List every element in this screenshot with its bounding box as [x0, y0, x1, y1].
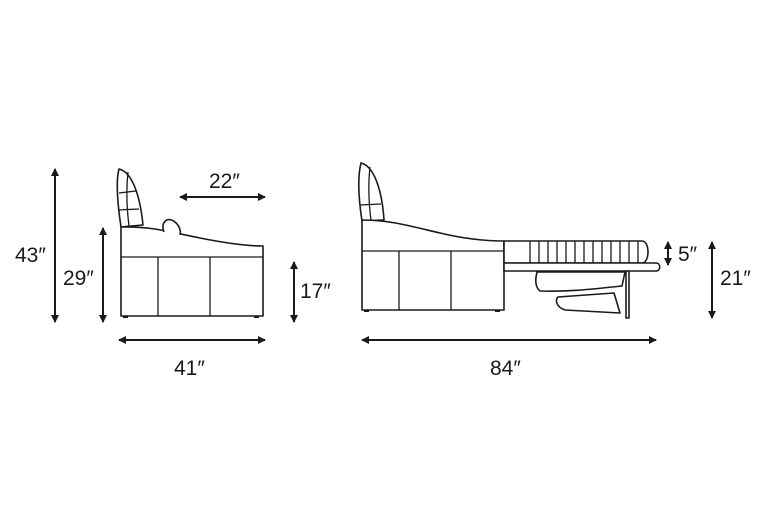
foot [123, 316, 128, 318]
open-depth-label: 84″ [490, 357, 521, 380]
bed-platform [503, 262, 661, 272]
back-cushion [116, 168, 144, 228]
seat-depth-label: 22″ [209, 170, 240, 193]
closed-depth-label: 41″ [174, 357, 205, 380]
back-cushion [358, 162, 385, 222]
mattress-ribs [529, 241, 639, 263]
mattress [503, 240, 649, 264]
dimension-labels: 43″ 29″ 17″ 22″ 41″ 84″ 5″ 21″ [15, 170, 751, 380]
sofa-body [120, 226, 264, 317]
folding-mechanism-upper [534, 271, 626, 292]
foot [254, 316, 259, 318]
arm-height-label: 29″ [63, 267, 94, 290]
bed-height-label: 21″ [720, 267, 751, 290]
seat-line [121, 256, 263, 316]
foot [364, 310, 369, 312]
overall-height-label: 43″ [15, 244, 46, 267]
arm-pillow [162, 218, 182, 236]
bed-leg [625, 270, 630, 319]
back-cushion-tufting [359, 166, 382, 221]
folding-mechanism-lower [555, 292, 621, 314]
seat-line [362, 250, 504, 310]
dimension-lines [51, 168, 716, 344]
open-sofa-bed-side-view [358, 162, 661, 319]
sofa-body [361, 219, 505, 311]
foot [495, 310, 500, 312]
mattress-thickness-label: 5″ [678, 243, 698, 266]
seat-height-label: 17″ [300, 280, 331, 303]
closed-sofa-side-view [116, 168, 264, 318]
back-cushion-tufting [117, 171, 140, 227]
